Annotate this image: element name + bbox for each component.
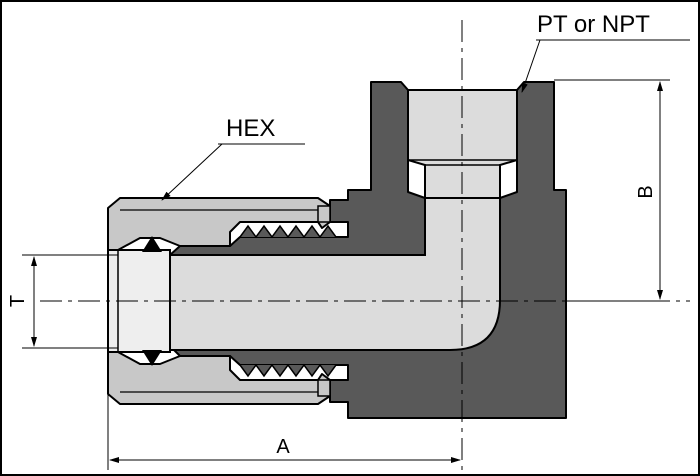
back-ferrule-top (317, 205, 331, 223)
body-thread-bottom (239, 363, 337, 378)
dim-a-label: A (276, 436, 290, 458)
ferrule-bottom (142, 350, 162, 366)
ferrule-top (142, 236, 162, 252)
ferrules (142, 205, 331, 397)
dim-t-label: T (7, 295, 29, 307)
hex-leader-arrow (161, 143, 223, 201)
dimension-b: B (554, 79, 670, 302)
nut-upper (107, 197, 331, 251)
hex-label: HEX (226, 115, 275, 142)
back-ferrule-bottom (317, 379, 331, 397)
nut-lower (107, 351, 331, 405)
hex-callout: HEX (161, 115, 305, 201)
dimension-a: A (107, 395, 461, 470)
thread-label: PT or NPT (537, 11, 650, 38)
dimension-t: T (7, 254, 118, 349)
thread-callout: PT or NPT (521, 11, 690, 93)
dim-b-label: B (635, 185, 657, 198)
body-thread-top (239, 224, 337, 239)
thread-leader-arrow (521, 39, 541, 93)
